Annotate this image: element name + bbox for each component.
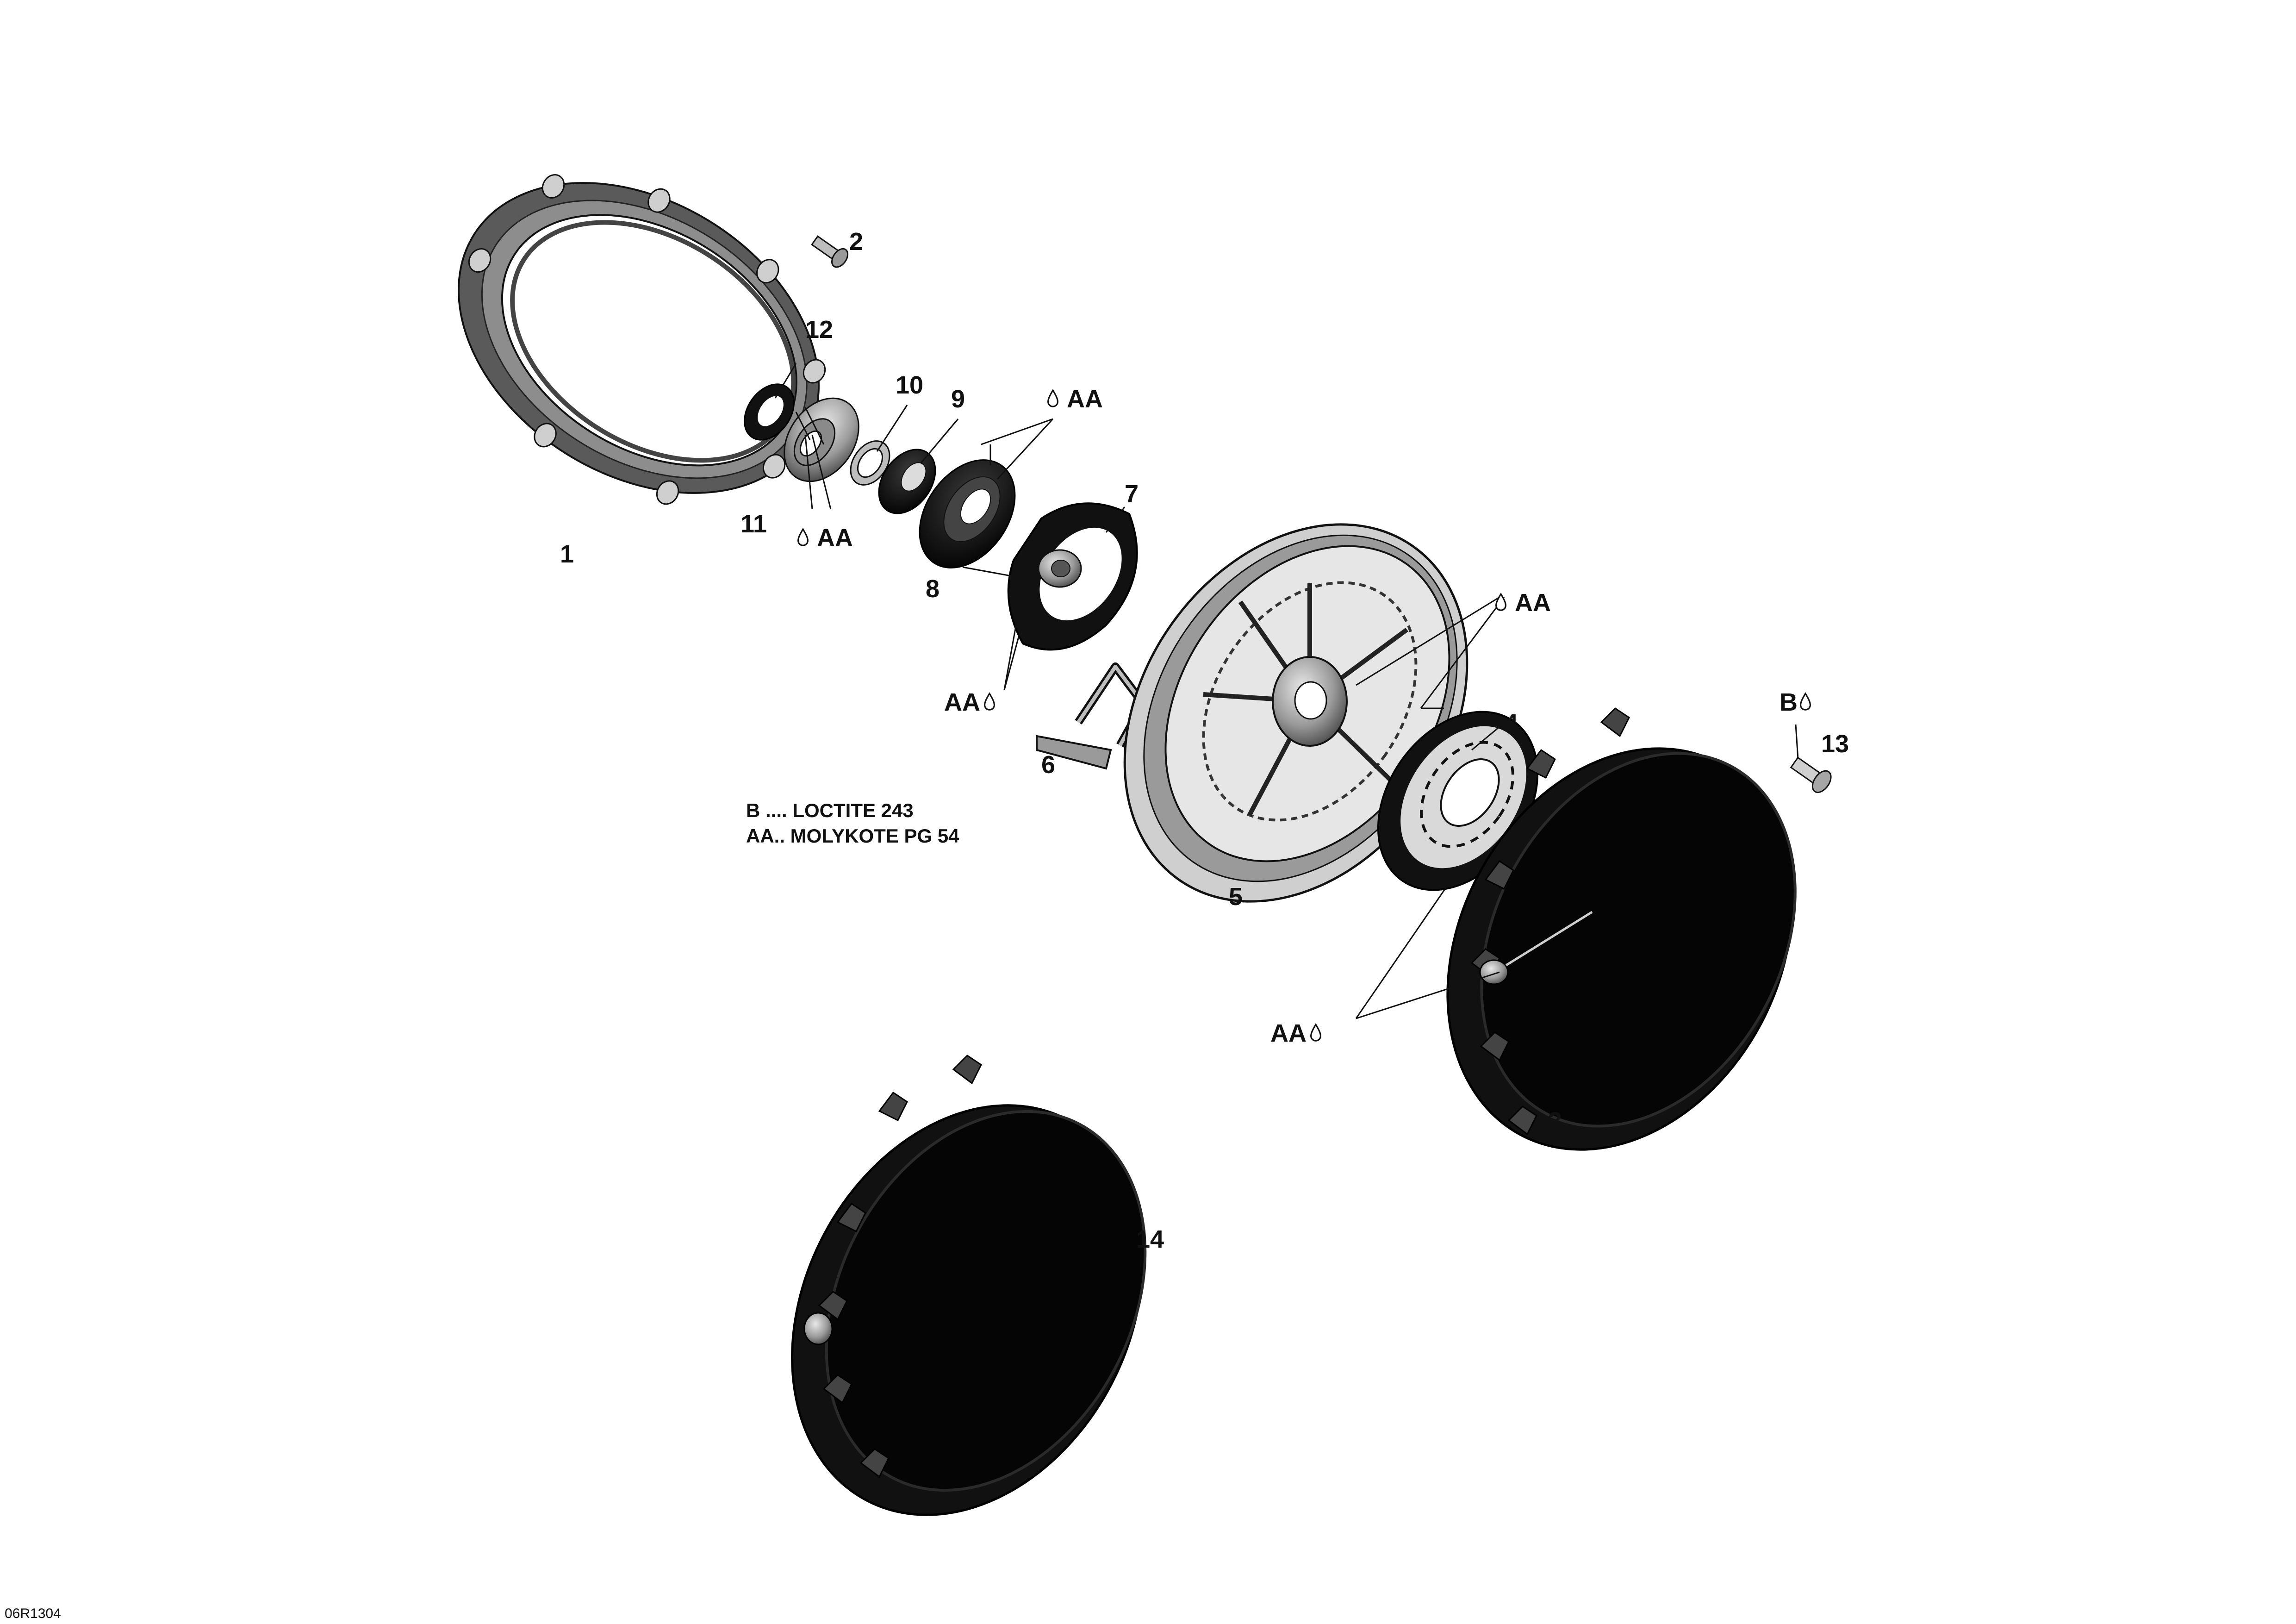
part-7-ratchet-plate: [1007, 502, 1138, 651]
leader-lines: [774, 363, 1799, 1019]
legend-item-molykote: AA.. MOLYKOTE PG 54: [746, 825, 959, 847]
part-14-cover: [791, 1055, 1147, 1516]
callout-11: 11: [740, 510, 767, 538]
callout-9: 9: [951, 385, 965, 413]
drop-icon: [1310, 1024, 1321, 1042]
callout-7: 7: [1125, 480, 1139, 508]
aa-mark-ratchet-plate: AA: [944, 688, 995, 716]
svg-text:AA: AA: [1270, 1019, 1307, 1047]
part-2-screw: [811, 235, 849, 268]
callout-4: 4: [1504, 709, 1518, 737]
drop-icon: [1800, 693, 1811, 711]
callout-13: 13: [1821, 730, 1849, 758]
svg-text:AA: AA: [817, 524, 853, 552]
drop-icon: [1047, 389, 1058, 407]
legend-item-loctite: B .... LOCTITE 243: [746, 800, 914, 821]
lubricant-legend: B .... LOCTITE 243 AA.. MOLYKOTE PG 54: [746, 800, 959, 847]
callout-2: 2: [849, 228, 863, 256]
svg-text:B: B: [1780, 688, 1798, 716]
drop-icon: [1495, 593, 1506, 611]
callout-12: 12: [805, 316, 833, 344]
callout-6: 6: [1041, 751, 1055, 779]
aa-mark-spring: AA: [1270, 1019, 1321, 1047]
part-5-rope-pulley: [1123, 523, 1468, 903]
part-3-starter-cover: [1446, 707, 1797, 1151]
aa-mark-pulley: AA: [1495, 589, 1551, 617]
drop-icon: [797, 528, 809, 546]
svg-text:AA: AA: [1067, 385, 1103, 413]
aa-mark-bushing: AA: [797, 524, 853, 552]
callout-1: 1: [560, 540, 574, 568]
callout-8: 8: [926, 575, 940, 603]
svg-text:AA: AA: [944, 688, 980, 716]
callout-10: 10: [896, 371, 923, 399]
part-12-star-washer: [744, 383, 795, 441]
part-8-friction-plate: [919, 459, 1016, 568]
part-10-washer: [850, 440, 890, 486]
callout-3: 3: [1548, 1107, 1562, 1135]
svg-text:AA: AA: [1515, 589, 1551, 617]
callout-labels: 1 2 12 10 9 11 8 7 6 5 4 13 3 14: [560, 228, 1849, 1253]
b-mark-screw: B: [1780, 688, 1811, 716]
drop-icon: [984, 693, 995, 711]
part-1-housing-ring: [458, 174, 826, 505]
part-9-cam-disc: [878, 449, 936, 514]
callout-14: 14: [1136, 1225, 1164, 1253]
part-13-screw: [1790, 756, 1832, 793]
diagram-reference: 06R1304: [5, 1606, 61, 1621]
aa-mark-friction-plate: AA: [1047, 385, 1103, 413]
lubricant-marks: AA AA AA AA AA B: [797, 385, 1811, 1047]
callout-5: 5: [1229, 883, 1243, 911]
